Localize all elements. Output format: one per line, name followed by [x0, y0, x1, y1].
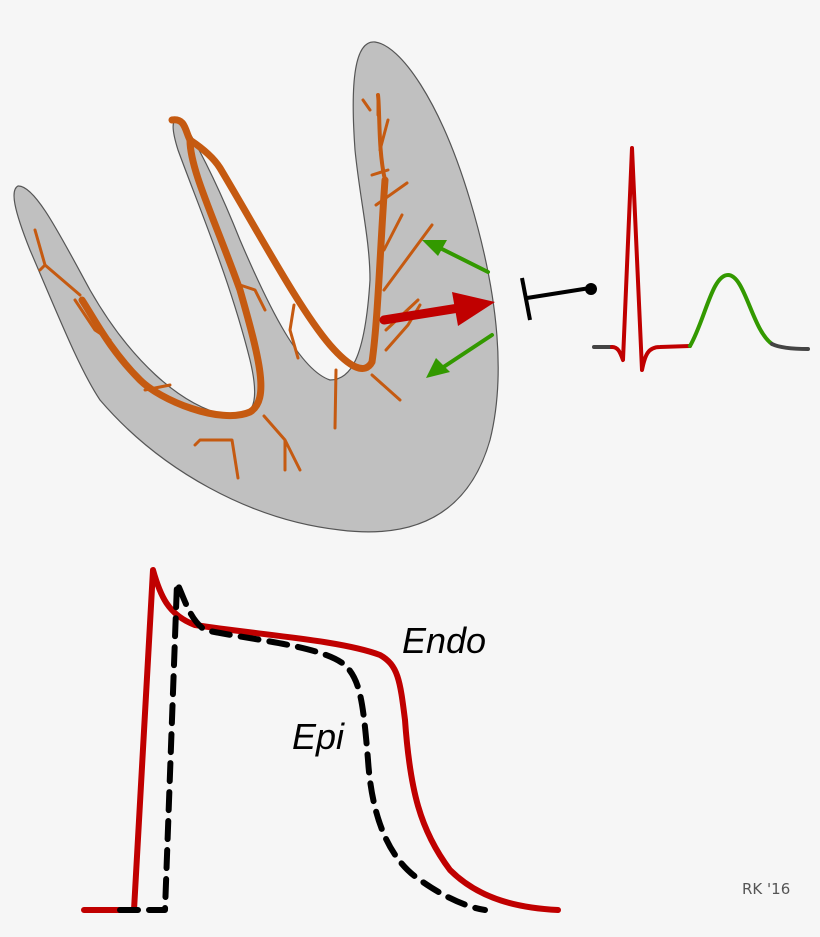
- upper-vector-arrow: [438, 246, 490, 274]
- depolarization-vectors: [379, 240, 495, 378]
- author-credit: RK '16: [742, 880, 791, 898]
- epi-label: Epi: [292, 716, 345, 757]
- electrode-icon: [520, 277, 597, 321]
- heart-wall: [13, 41, 499, 533]
- epi-trace: [117, 580, 488, 913]
- action-potential-chart: [81, 567, 561, 913]
- main-vector-arrow: [379, 302, 470, 325]
- endo-label: Endo: [402, 620, 487, 661]
- lower-vector-arrow: [440, 333, 494, 370]
- main-vector-arrowhead: [452, 292, 495, 326]
- ecg-trace: [592, 146, 810, 372]
- endo-trace: [81, 567, 561, 913]
- coronary-vessels: [33, 93, 434, 480]
